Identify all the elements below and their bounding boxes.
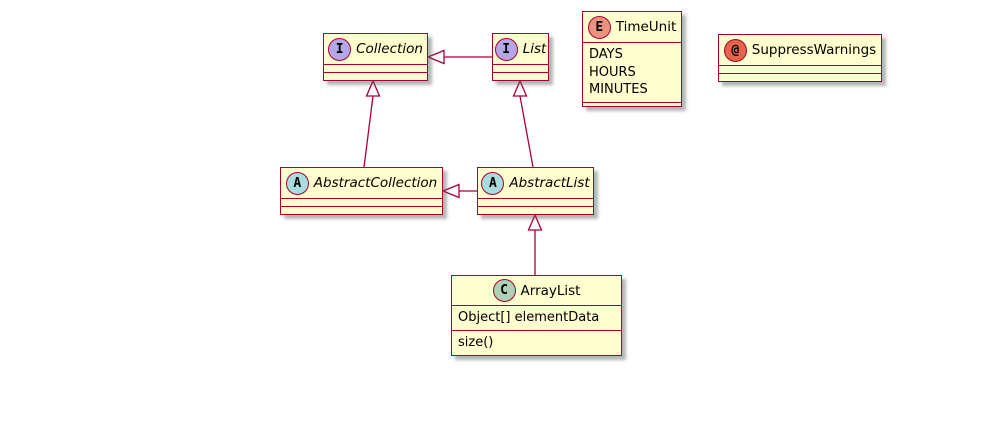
enum-constant: DAYS: [589, 47, 623, 62]
method: size(): [458, 334, 494, 350]
edge-abstractcollection-to-collection: [363, 95, 374, 168]
inheritance-arrow-abstractlist-to-abstractcollection: [441, 183, 460, 199]
inheritance-arrow-arraylist-to-abstractlist: [527, 213, 543, 231]
interface-icon: I: [328, 37, 352, 61]
class-box-timeunit: E TimeUnit DAYS HOURS MINUTES: [582, 11, 682, 107]
inheritance-arrow-abstractlist-to-list: [512, 79, 528, 97]
abstract-class-icon: A: [481, 171, 505, 195]
class-box-abstractlist: A AbstractList: [477, 167, 594, 215]
methods-compartment: [493, 72, 548, 80]
class-icon: C: [492, 279, 516, 302]
inheritance-arrow-list-to-collection: [426, 49, 445, 65]
methods-compartment: [478, 206, 593, 214]
attributes-compartment: DAYS HOURS MINUTES: [583, 42, 681, 102]
methods-compartment: [324, 72, 427, 80]
class-box-collection: I Collection: [323, 33, 428, 81]
class-name: ArrayList: [520, 282, 581, 299]
class-title-collection: I Collection: [324, 34, 427, 64]
attributes-compartment: [478, 198, 593, 206]
methods-compartment: [719, 73, 881, 81]
methods-compartment: [583, 101, 681, 110]
class-title-abstractlist: A AbstractList: [478, 168, 593, 198]
enum-icon: E: [587, 15, 611, 39]
class-box-arraylist: C ArrayList Object[] elementData size(): [451, 275, 622, 356]
class-name: List: [522, 41, 547, 57]
class-box-list: I List: [492, 33, 549, 81]
class-box-suppresswarnings: @ SuppressWarnings: [718, 34, 882, 82]
class-title-list: I List: [493, 34, 548, 64]
class-title-arraylist: C ArrayList: [452, 276, 621, 305]
class-title-timeunit: E TimeUnit: [583, 12, 681, 42]
attributes-compartment: [324, 64, 427, 72]
inheritance-arrow-abstractcollection-to-collection: [365, 79, 381, 97]
class-name: AbstractList: [509, 175, 590, 191]
attributes-compartment: [281, 198, 442, 206]
interface-icon: I: [494, 37, 518, 61]
attributes-compartment: Object[] elementData: [452, 305, 621, 330]
class-name: SuppressWarnings: [751, 42, 877, 58]
abstract-class-icon: A: [285, 171, 309, 195]
class-title-abstractcollection: A AbstractCollection: [281, 168, 442, 198]
methods-compartment: [281, 206, 442, 214]
annotation-icon: @: [723, 38, 747, 62]
class-name: AbstractCollection: [313, 175, 438, 191]
field: Object[] elementData: [458, 310, 600, 325]
methods-compartment: size(): [452, 329, 621, 356]
attributes-compartment: [719, 65, 881, 73]
edge-abstractlist-to-list: [519, 95, 534, 168]
class-title-suppresswarnings: @ SuppressWarnings: [719, 35, 881, 65]
attributes-compartment: [493, 64, 548, 72]
class-name: Collection: [356, 41, 423, 57]
class-box-abstractcollection: A AbstractCollection: [280, 167, 443, 215]
enum-constant: HOURS: [589, 64, 636, 80]
class-name: TimeUnit: [615, 19, 677, 35]
enum-constant: MINUTES: [589, 82, 648, 97]
